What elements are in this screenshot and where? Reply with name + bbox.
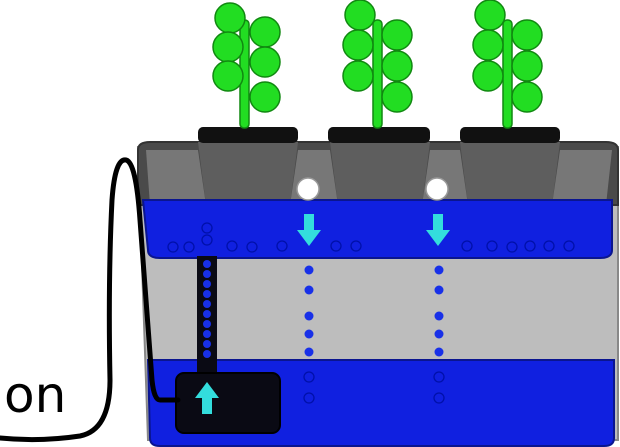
- power-cord: [0, 157, 181, 443]
- net-pot-rim: [328, 127, 430, 143]
- drip-column-right: [433, 265, 445, 404]
- emitter-left: [296, 177, 320, 201]
- emitter-right: [425, 177, 449, 201]
- riser-upper-bubbles: [201, 222, 213, 246]
- power-status-label: on: [4, 366, 67, 424]
- plant-right: [472, 0, 543, 129]
- drip-column-left: [303, 265, 315, 404]
- down-arrow-icon: [426, 214, 450, 246]
- submersible-pump: [175, 372, 281, 434]
- down-arrow-icon: [297, 214, 321, 246]
- up-arrow-icon: [195, 382, 219, 414]
- upper-water-channel: [141, 199, 613, 259]
- net-pot-rim: [460, 127, 560, 143]
- plant-middle: [342, 0, 413, 129]
- riser-bubbles: [203, 260, 211, 358]
- upper-bubbles: [167, 240, 575, 253]
- plant-left: [212, 2, 281, 129]
- tank-lid: [137, 141, 619, 206]
- net-pot-rim: [198, 127, 298, 143]
